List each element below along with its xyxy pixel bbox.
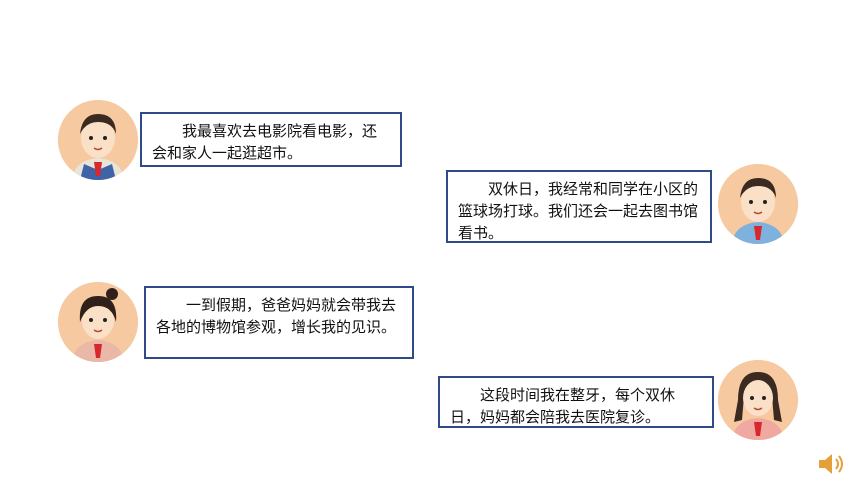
speaker-icon[interactable] (816, 450, 846, 478)
dialogue-bubble-2: 双休日，我经常和同学在小区的篮球场打球。我们还会一起去图书馆看书。 (446, 170, 712, 243)
dialogue-bubble-4: 这段时间我在整牙，每个双休日，妈妈都会陪我去医院复诊。 (438, 376, 714, 428)
boy-avatar-1 (58, 100, 138, 180)
girl-avatar-2 (718, 360, 798, 440)
dialogue-bubble-1: 我最喜欢去电影院看电影，还会和家人一起逛超市。 (140, 112, 402, 167)
dialogue-text-4: 这段时间我在整牙，每个双休日，妈妈都会陪我去医院复诊。 (450, 386, 676, 426)
dialogue-text-1: 我最喜欢去电影院看电影，还会和家人一起逛超市。 (152, 122, 378, 162)
boy-avatar-2 (718, 164, 798, 244)
girl-avatar-1 (58, 282, 138, 362)
dialogue-bubble-3: 一到假期，爸爸妈妈就会带我去各地的博物馆参观，增长我的见识。 (144, 286, 414, 359)
dialogue-text-2: 双休日，我经常和同学在小区的篮球场打球。我们还会一起去图书馆看书。 (458, 180, 699, 242)
dialogue-text-3: 一到假期，爸爸妈妈就会带我去各地的博物馆参观，增长我的见识。 (156, 296, 397, 336)
